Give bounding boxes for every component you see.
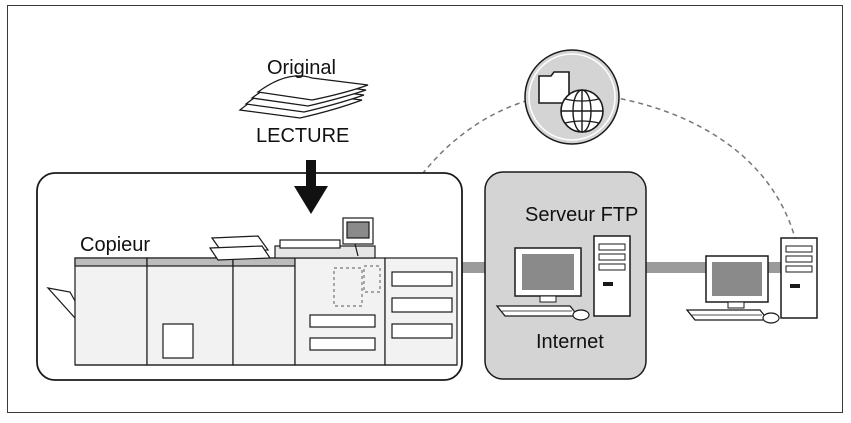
- client-tower-icon: [780, 237, 818, 319]
- client-monitor-icon: [705, 255, 769, 309]
- ftp-server-label: Serveur FTP: [525, 204, 639, 226]
- server-mouse-icon: [572, 309, 590, 321]
- original-label: Original: [267, 57, 336, 79]
- internet-label: Internet: [536, 331, 604, 353]
- folder-globe-icon: [524, 49, 620, 145]
- client-mouse-icon: [762, 312, 780, 324]
- network-line-left: [460, 262, 485, 273]
- figure-frame: [7, 5, 843, 413]
- copier-label: Copieur: [80, 234, 151, 256]
- server-keyboard-icon: [495, 305, 580, 317]
- lecture-label: LECTURE: [256, 125, 350, 147]
- server-tower-icon: [593, 235, 631, 317]
- server-monitor-icon: [514, 247, 582, 303]
- paper-stack-icon: [238, 75, 369, 119]
- client-keyboard-icon: [685, 309, 770, 321]
- down-arrow-icon: [294, 160, 328, 214]
- copier-machine-icon: [46, 217, 458, 366]
